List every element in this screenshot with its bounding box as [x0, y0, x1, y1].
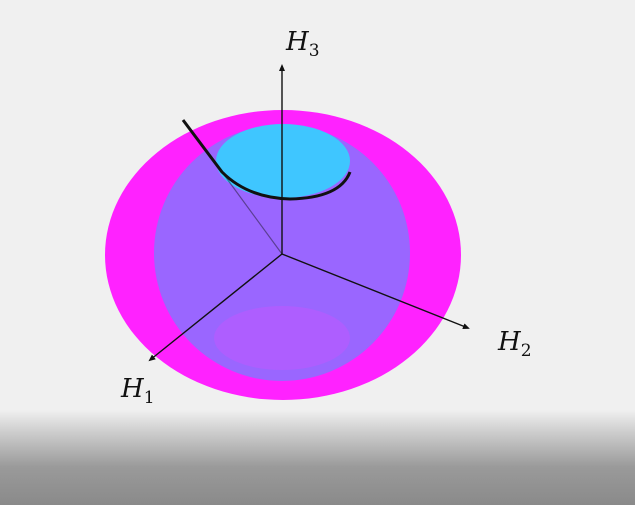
cap-boundary-curve [181, 119, 352, 201]
h1-subscript: 1 [144, 388, 155, 408]
h2-subscript: 2 [521, 341, 532, 361]
top-cap [216, 124, 350, 198]
h3-label: H3 [285, 27, 320, 61]
h2-label: H2 [497, 327, 532, 361]
h2-symbol: H [497, 327, 522, 357]
h3-subscript: 3 [309, 41, 320, 61]
inner-sphere-bottom-region [214, 306, 350, 370]
h1-axis [148, 253, 283, 362]
bottom-gradient-band [0, 410, 635, 505]
h1-axis-back [221, 171, 283, 255]
h1-symbol: H [120, 374, 145, 404]
h1-label: H1 [120, 374, 155, 408]
h2-axis [281, 253, 470, 329]
h3-symbol: H [285, 27, 310, 57]
